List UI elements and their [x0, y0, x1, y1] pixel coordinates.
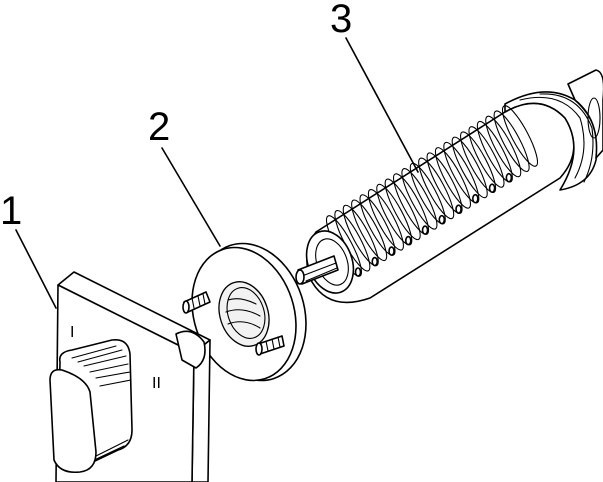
leader-line-2: [161, 147, 221, 247]
sleeve-rib: [401, 168, 438, 230]
sleeve-rib: [468, 126, 505, 188]
sleeve-holes: [354, 172, 513, 277]
leader-line-3: [345, 37, 419, 173]
sleeve-rib: [493, 110, 530, 173]
screw-lower: [255, 335, 285, 356]
sleeve-hole: [421, 225, 429, 235]
lever-handle: [49, 338, 133, 474]
sleeve-rib: [451, 136, 488, 199]
callout-2: 2: [148, 105, 170, 149]
sleeve-hole: [388, 246, 395, 256]
callout-1: 1: [0, 189, 22, 233]
part-2-rosette-flange: [182, 242, 307, 382]
leader-line-1: [15, 229, 57, 309]
sleeve-rib: [418, 157, 455, 220]
plate-mark-left: I: [70, 324, 74, 341]
part-3-threaded-sleeve: [295, 69, 603, 304]
sleeve-rib: [384, 178, 421, 241]
sleeve-hole: [472, 193, 479, 204]
sleeve-hole: [438, 214, 446, 225]
sleeve-hole: [371, 256, 379, 267]
sleeve-rib: [367, 189, 404, 251]
sleeve-hole: [354, 267, 362, 277]
screw-upper: [182, 291, 211, 314]
part-1-cover-plate: I II: [49, 271, 211, 482]
sleeve-rib: [501, 105, 539, 167]
sleeve-rib: [485, 115, 522, 178]
sleeve-rib: [434, 147, 471, 209]
plate-mark-right: II: [152, 375, 161, 392]
sleeve-hole: [488, 183, 496, 193]
sleeve-hole: [455, 204, 462, 214]
callout-3: 3: [330, 0, 352, 41]
sleeve-rib: [351, 199, 388, 262]
sleeve-hole: [505, 172, 513, 183]
sleeve-hole: [404, 235, 412, 246]
